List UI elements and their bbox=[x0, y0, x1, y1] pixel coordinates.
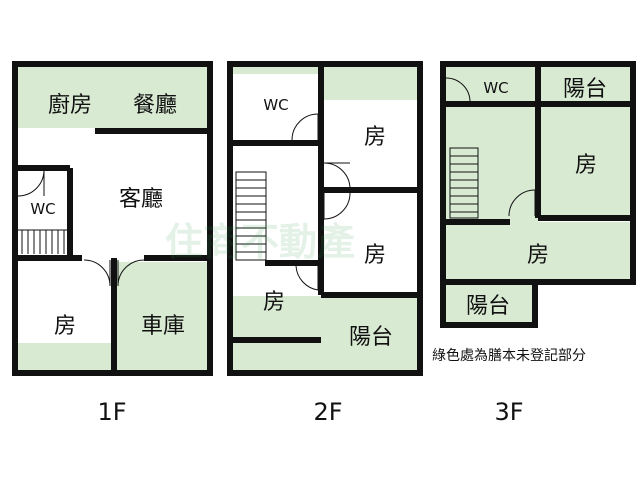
room-bedroom-left: 房 bbox=[263, 290, 285, 315]
room-bedroom-top: 房 bbox=[364, 125, 386, 150]
floor-2-walls bbox=[227, 61, 423, 376]
green-area-garage bbox=[117, 262, 210, 373]
floor-2-stairs bbox=[235, 171, 267, 261]
green-area-balcony bbox=[230, 296, 420, 373]
floor-2: WC 房 房 房 陽台 bbox=[227, 61, 423, 376]
floor-label-1f: 1F bbox=[97, 398, 126, 426]
green-area-bedroom-bottom bbox=[443, 222, 633, 282]
room-bedroom-right: 房 bbox=[575, 153, 597, 178]
floor-label-2f: 2F bbox=[313, 398, 342, 426]
green-area-bedroom bbox=[15, 343, 111, 373]
floor-2-doors bbox=[291, 113, 351, 291]
floor-3: WC 陽台 房 房 陽台 bbox=[440, 61, 636, 328]
floor-1-walls bbox=[12, 61, 213, 376]
room-wc: WC bbox=[263, 96, 288, 114]
green-area-balcony-bottom bbox=[443, 285, 533, 325]
floor-3-doors bbox=[445, 77, 536, 217]
room-wc: WC bbox=[30, 200, 55, 218]
watermark-logo: 住商不動產 bbox=[165, 220, 355, 264]
room-balcony: 陽台 bbox=[349, 325, 393, 350]
floor-1-stairs bbox=[18, 229, 67, 254]
room-kitchen: 廚房 bbox=[48, 93, 92, 118]
green-area-left bbox=[443, 104, 538, 222]
floor-label-3f: 3F bbox=[494, 398, 523, 426]
room-bedroom-bottom: 房 bbox=[527, 243, 549, 268]
floor-3-walls bbox=[440, 61, 636, 328]
room-dining: 餐廳 bbox=[133, 93, 177, 118]
floor-3-stairs bbox=[449, 147, 479, 219]
green-area-bedroom-right bbox=[538, 104, 633, 218]
floor-1: 廚房 餐廳 客廳 WC 房 車庫 bbox=[12, 61, 213, 376]
room-garage: 車庫 bbox=[141, 314, 185, 339]
room-balcony-top: 陽台 bbox=[563, 77, 607, 102]
room-balcony-bottom: 陽台 bbox=[466, 294, 510, 319]
room-bedroom-middle: 房 bbox=[364, 243, 386, 268]
green-area-bedroom-top bbox=[324, 64, 420, 100]
green-area-kitchen-dining bbox=[15, 64, 210, 128]
room-living: 客廳 bbox=[119, 187, 163, 212]
legend-note: 綠色處為膳本未登記部分 bbox=[432, 347, 586, 364]
floor-1-doors bbox=[17, 169, 145, 287]
room-bedroom: 房 bbox=[54, 314, 76, 339]
room-wc: WC bbox=[483, 79, 508, 97]
